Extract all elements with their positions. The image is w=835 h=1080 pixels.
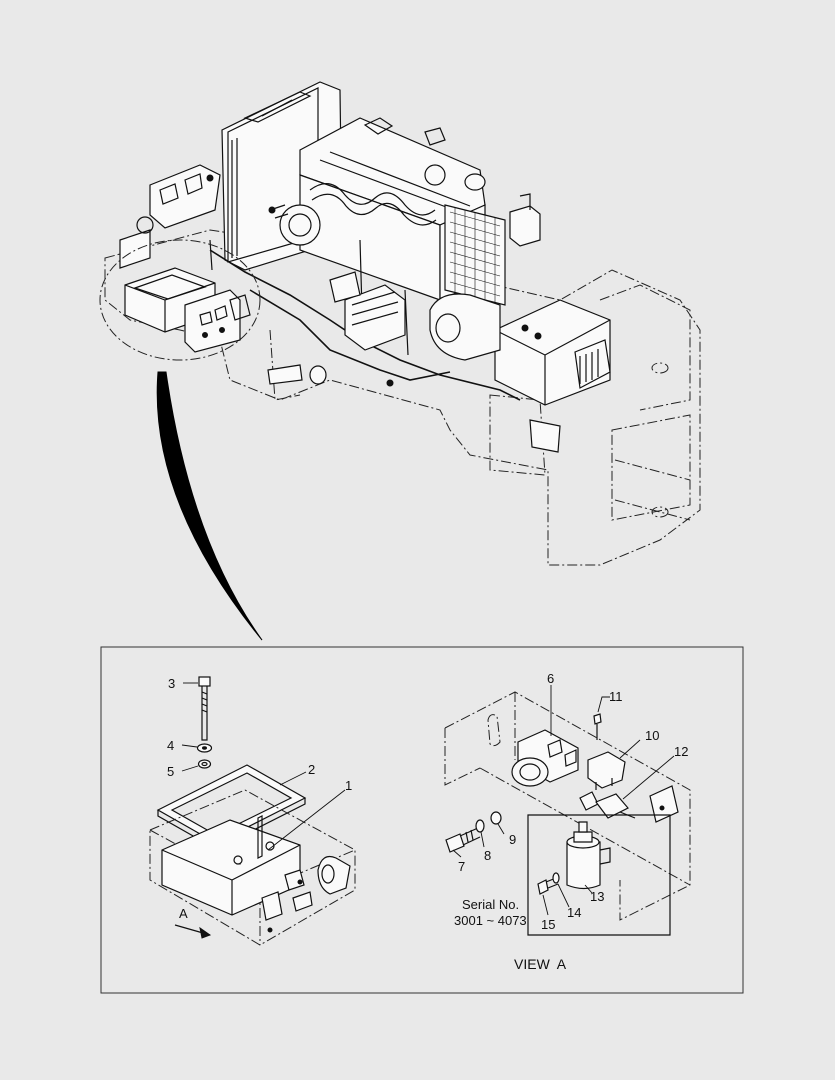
battery-detail-drawing (149, 676, 356, 946)
callout-14: 14 (567, 905, 581, 920)
detail-frame (100, 646, 744, 994)
callout-7: 7 (458, 859, 465, 874)
callout-3: 3 (168, 676, 175, 691)
serial-line-1: Serial No. (462, 897, 519, 912)
detail-pointer (156, 371, 263, 641)
leader-lines (181, 682, 675, 916)
callout-15: 15 (541, 917, 555, 932)
view-a-detail-drawing (444, 691, 691, 936)
callout-5: 5 (167, 764, 174, 779)
machine-assembly-drawing (99, 81, 701, 641)
callout-1: 1 (345, 778, 352, 793)
condenser-grid (449, 208, 501, 302)
callout-8: 8 (484, 848, 491, 863)
view-title: VIEW A (514, 956, 567, 972)
callout-9: 9 (509, 832, 516, 847)
callout-6: 6 (547, 671, 554, 686)
callout-13: 13 (590, 889, 604, 904)
serial-line-2: 3001 ~ 4073 (454, 913, 527, 928)
callout-2: 2 (308, 762, 315, 777)
callout-4: 4 (167, 738, 174, 753)
callout-11: 11 (609, 689, 623, 704)
callout-12: 12 (674, 744, 688, 759)
view-arrow-label: A (179, 906, 188, 921)
callout-10: 10 (645, 728, 659, 743)
